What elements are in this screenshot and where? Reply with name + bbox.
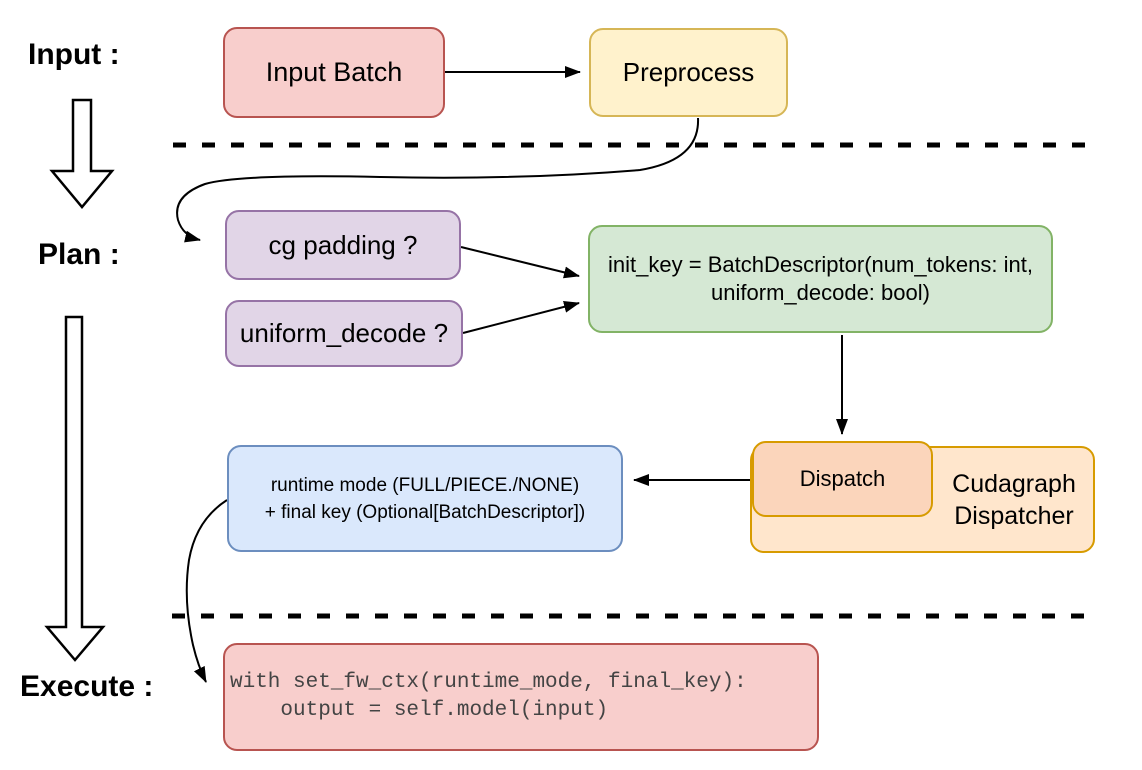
- node-cg-padding-label: cg padding ?: [268, 229, 418, 260]
- node-preprocess: Preprocess: [589, 28, 788, 117]
- input-stage-label: Input :: [28, 38, 120, 71]
- arrow-runtimemode-to-execute: [185, 499, 228, 683]
- node-init-key-line2: uniform_decode: bool): [711, 280, 930, 305]
- cudagraph-label-line1: Cudagraph: [952, 469, 1076, 498]
- node-uniform-decode: uniform_decode ?: [225, 300, 463, 367]
- node-preprocess-label: Preprocess: [622, 57, 755, 88]
- node-runtime-mode-line2: + final key (Optional[BatchDescriptor]): [264, 501, 586, 523]
- input-stage-arrow: [49, 98, 115, 209]
- node-input-batch-label: Input Batch: [265, 56, 403, 87]
- node-execute-code: with set_fw_ctx(runtime_mode, final_key)…: [223, 643, 819, 751]
- node-input-batch: Input Batch: [223, 27, 445, 118]
- node-dispatch-label: Dispatch: [799, 466, 886, 492]
- cudagraph-label-line2: Dispatcher: [954, 501, 1074, 530]
- execute-stage-label: Execute :: [20, 670, 154, 703]
- node-init-key: init_key = BatchDescriptor(num_tokens: i…: [588, 225, 1053, 333]
- arrow-cgpadding-to-initkey: [460, 246, 580, 279]
- execute-code-line1: with set_fw_ctx(runtime_mode, final_key)…: [230, 671, 747, 694]
- node-cudagraph-dispatcher-label: Cudagraph Dispatcher: [933, 446, 1095, 553]
- plan-stage-label: Plan :: [38, 238, 120, 271]
- node-uniform-decode-label: uniform_decode ?: [239, 318, 449, 349]
- node-runtime-mode: runtime mode (FULL/PIECE./NONE) + final …: [227, 445, 623, 552]
- plan-stage-arrow: [44, 315, 106, 662]
- node-cg-padding: cg padding ?: [225, 210, 461, 280]
- arrow-uniformdecode-to-initkey: [462, 300, 580, 334]
- node-init-key-line1: init_key = BatchDescriptor(num_tokens: i…: [608, 252, 1033, 277]
- node-dispatch: Dispatch: [752, 441, 933, 517]
- node-runtime-mode-line1: runtime mode (FULL/PIECE./NONE): [270, 474, 580, 496]
- execute-code-line2: output = self.model(input): [230, 699, 609, 722]
